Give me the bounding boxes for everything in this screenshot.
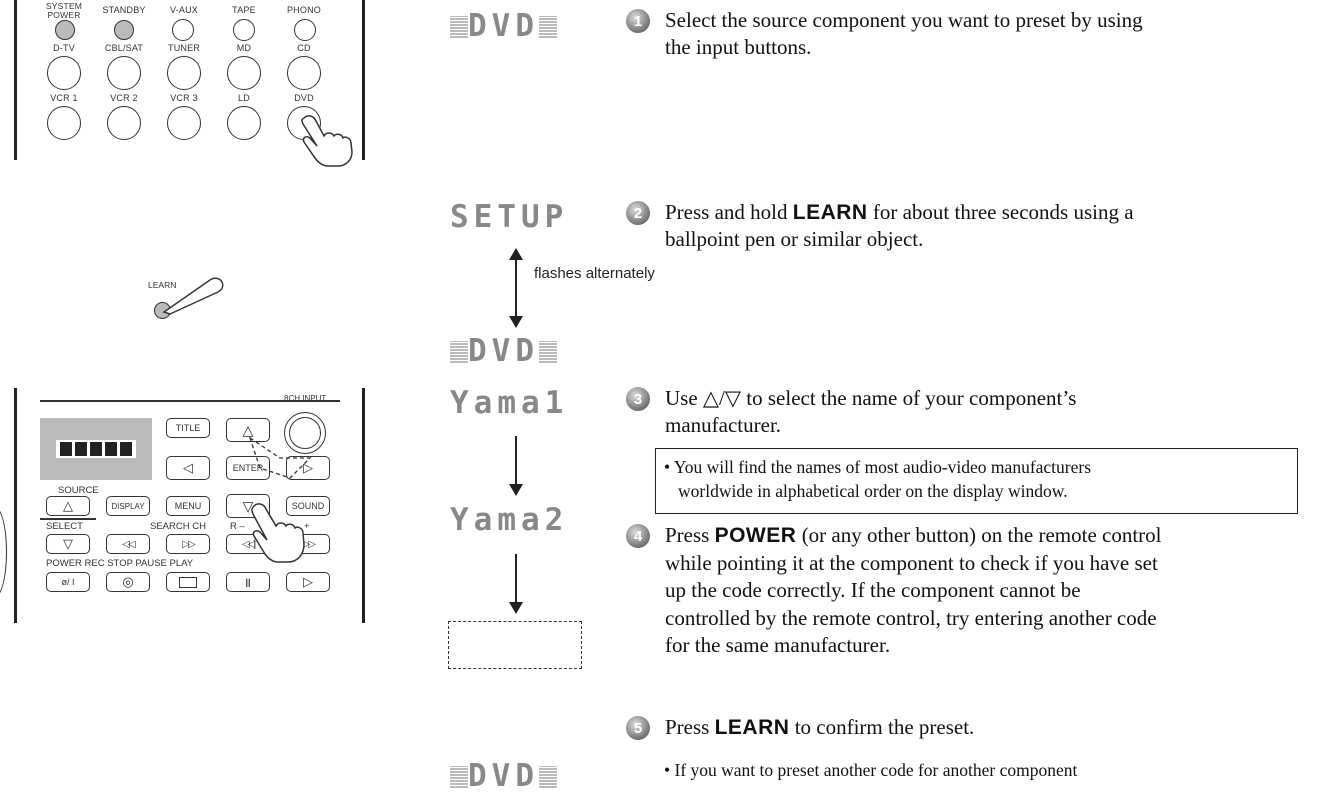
- press-indicator: [248, 436, 312, 479]
- rec-button[interactable]: ◎: [106, 572, 150, 592]
- label-tape: TAPE: [232, 5, 256, 15]
- label-cbl-sat: CBL/SAT: [104, 43, 144, 53]
- display-dvd-2: DVD: [450, 333, 557, 369]
- bottom-remote-panel: 8CH INPUT TITLE △ ◁ ENTER ▷ SOURCE △ DIS…: [0, 388, 380, 658]
- skip-forward-button[interactable]: ▷▷: [166, 534, 210, 554]
- source-up-button[interactable]: △: [46, 496, 90, 516]
- down-arrow-icon: [509, 554, 523, 614]
- plus-label: +: [304, 521, 310, 532]
- label-phono: PHONO: [286, 5, 321, 15]
- left-button[interactable]: ◁: [166, 456, 210, 480]
- step-2-number: 2: [626, 201, 650, 225]
- label-ld: LD: [238, 93, 250, 103]
- play-button[interactable]: ▷: [286, 572, 330, 592]
- step-1-number: 1: [626, 9, 650, 33]
- ld-button[interactable]: [227, 106, 261, 140]
- label-md: MD: [236, 43, 252, 53]
- d-tv-button[interactable]: [47, 56, 81, 90]
- step-3-text: Use △/▽ to select the name of your compo…: [665, 386, 1077, 437]
- menu-button[interactable]: MENU: [166, 496, 210, 516]
- label-vcr3: VCR 3: [170, 93, 198, 103]
- v-aux-button[interactable]: [172, 19, 194, 41]
- system-power-button[interactable]: [55, 20, 75, 40]
- learn-label: LEARN: [148, 280, 177, 290]
- step-4-number: 4: [626, 524, 650, 548]
- 8ch-input-label: 8CH INPUT: [284, 394, 327, 403]
- label-tuner: TUNER: [168, 43, 200, 53]
- learn-button-illustration: LEARN: [140, 270, 230, 330]
- vcr2-button[interactable]: [107, 106, 141, 140]
- source-down-button[interactable]: ▽: [46, 534, 90, 554]
- step-3-number: 3: [626, 387, 650, 411]
- stop-button[interactable]: [166, 572, 210, 592]
- sound-button[interactable]: SOUND: [286, 496, 330, 516]
- pointing-hand-icon: [301, 115, 353, 167]
- note-box-step-3: [655, 448, 1298, 514]
- label-d-tv: D-TV: [53, 43, 75, 53]
- step-4-text: Press POWER (or any other button) on the…: [665, 523, 1162, 657]
- pen-icon: [162, 277, 224, 315]
- vcr3-button[interactable]: [167, 106, 201, 140]
- standby-button[interactable]: [114, 20, 134, 40]
- down-arrow-icon: [509, 436, 523, 496]
- top-remote-panel: SYSTEM POWER STANDBY V-AUX TAPE PHONO D-…: [0, 0, 380, 170]
- label-system-power: SYSTEM POWER: [45, 1, 83, 20]
- display-dvd-1: DVD: [450, 8, 557, 44]
- display-yama2: Yama2: [450, 502, 569, 538]
- pause-button[interactable]: ||: [226, 572, 270, 592]
- side-curve: [0, 506, 7, 598]
- label-v-aux: V-AUX: [169, 5, 198, 15]
- label-dvd: DVD: [294, 93, 314, 103]
- tape-button[interactable]: [233, 19, 255, 41]
- transport-label: POWER REC STOP PAUSE PLAY: [46, 558, 194, 569]
- skip-back-button[interactable]: ◁◁: [106, 534, 150, 554]
- display-setup: SETUP: [450, 199, 569, 235]
- label-vcr1: VCR 1: [50, 93, 78, 103]
- remote-display-window: [40, 418, 152, 480]
- r-minus-label: R –: [230, 521, 245, 532]
- step-3-note: • You will find the names of most audio-…: [664, 457, 1092, 501]
- step-5-text: Press LEARN to confirm the preset.: [665, 715, 975, 739]
- display-yama1: Yama1: [450, 385, 569, 421]
- step-5-note: • If you want to preset another code for…: [664, 760, 1078, 780]
- right-button[interactable]: ▷: [286, 456, 330, 480]
- md-button[interactable]: [227, 56, 261, 90]
- phono-button[interactable]: [294, 19, 316, 41]
- flashes-alternately-label: flashes alternately: [534, 265, 655, 282]
- search-ch-label: SEARCH CH: [150, 521, 206, 532]
- title-button[interactable]: TITLE: [166, 418, 210, 438]
- cbl-sat-button[interactable]: [107, 56, 141, 90]
- label-vcr2: VCR 2: [110, 93, 138, 103]
- step-2-text: Press and hold LEARN for about three sec…: [665, 200, 1134, 251]
- double-arrow-icon: [509, 248, 523, 328]
- label-standby: STANDBY: [102, 5, 146, 15]
- step-1-text: Select the source component you want to …: [665, 8, 1143, 59]
- up-button[interactable]: △: [226, 418, 270, 442]
- tuner-button[interactable]: [167, 56, 201, 90]
- pointing-hand-icon: [251, 503, 305, 563]
- label-cd: CD: [297, 43, 311, 53]
- display-button[interactable]: DISPLAY: [106, 496, 150, 516]
- step-5-number: 5: [626, 716, 650, 740]
- display-dvd-3: DVD: [450, 758, 557, 794]
- enter-button[interactable]: ENTER: [226, 456, 270, 480]
- display-blank: [448, 621, 582, 669]
- power-button[interactable]: ø/ I: [46, 572, 90, 592]
- select-label: SELECT: [46, 521, 83, 532]
- cd-button[interactable]: [287, 56, 321, 90]
- vcr1-button[interactable]: [47, 106, 81, 140]
- source-label: SOURCE: [58, 485, 99, 496]
